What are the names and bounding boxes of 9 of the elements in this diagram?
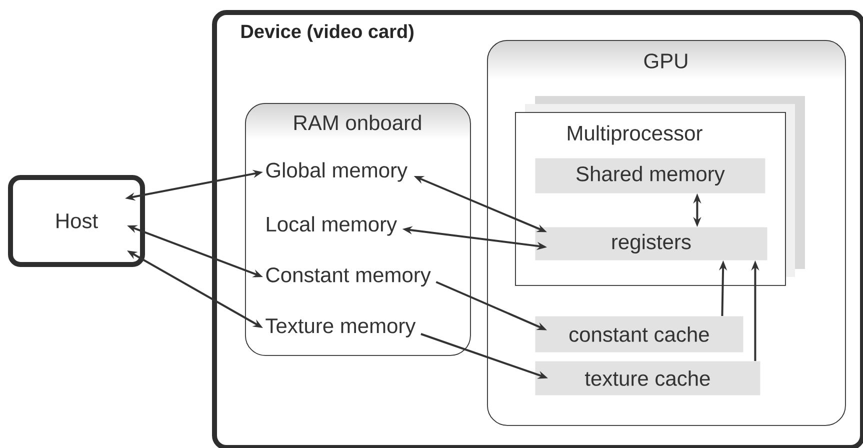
memory-label: Local memory: [266, 216, 397, 236]
unit-box: registers: [535, 227, 768, 260]
host-box: Host: [8, 175, 145, 267]
memory-label: Texture memory: [266, 318, 416, 338]
memory-label: Global memory: [266, 162, 408, 182]
unit-box: constant cache: [535, 316, 744, 352]
unit-box: texture cache: [535, 361, 760, 396]
unit-box: Shared memory: [535, 158, 766, 194]
memory-label: Constant memory: [266, 268, 431, 286]
